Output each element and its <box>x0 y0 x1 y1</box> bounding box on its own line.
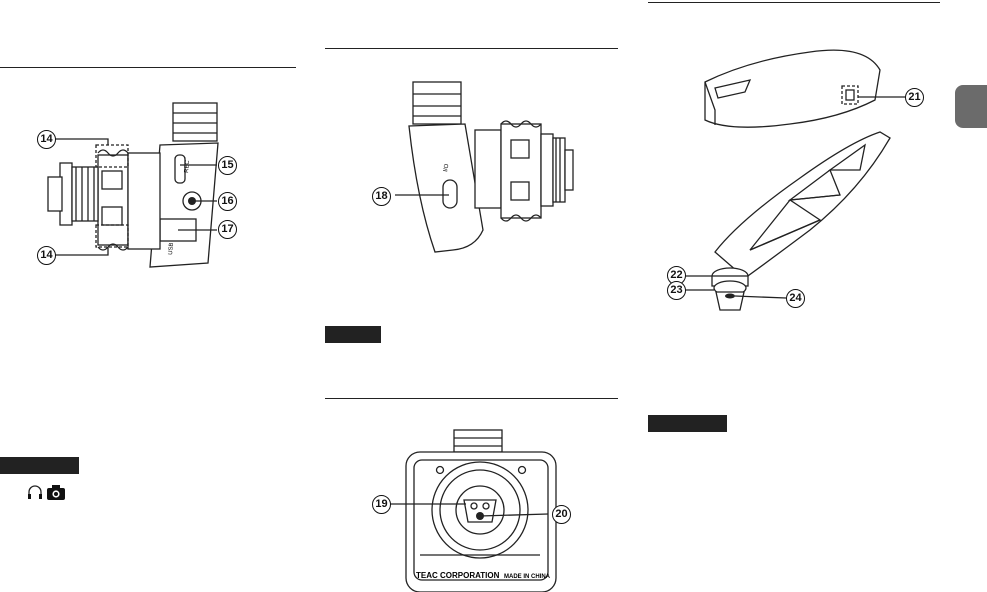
section-rule-right <box>648 2 940 3</box>
callout-14-bottom: 14 <box>37 246 56 265</box>
callout-19: 19 <box>372 495 391 514</box>
section-rule-middle-top <box>325 48 618 49</box>
camera-icon <box>47 485 65 500</box>
callout-15: 15 <box>218 156 237 175</box>
callout-24: 24 <box>786 289 805 308</box>
figure-handle <box>685 49 908 311</box>
fig1-rec-label: REC <box>184 159 191 173</box>
note-label-right <box>648 415 727 432</box>
callout-20: 20 <box>552 505 571 524</box>
figure-bottom-view: TEAC CORPORATION MADE IN CHINA <box>388 429 557 592</box>
figure-side-view: REC USB <box>47 102 219 268</box>
fig3-origin-label: MADE IN CHINA <box>504 574 551 580</box>
callout-21: 21 <box>905 88 924 107</box>
chapter-tab <box>955 85 987 128</box>
fig3-maker-label: TEAC CORPORATION <box>416 571 500 580</box>
note-label-left <box>0 457 79 474</box>
callout-23: 23 <box>667 281 686 300</box>
figure-front-view: I/O <box>395 81 574 253</box>
callout-17: 17 <box>218 220 237 239</box>
fig2-switch-label: I/O <box>443 163 450 172</box>
fig1-usb-label: USB <box>168 242 175 255</box>
headphones-icon <box>28 485 42 499</box>
callout-18: 18 <box>372 187 391 206</box>
callout-16: 16 <box>218 192 237 211</box>
callout-14-top: 14 <box>37 130 56 149</box>
section-rule-middle-bottom <box>325 398 618 399</box>
note-label-middle <box>325 326 381 343</box>
section-rule-left <box>0 67 296 68</box>
